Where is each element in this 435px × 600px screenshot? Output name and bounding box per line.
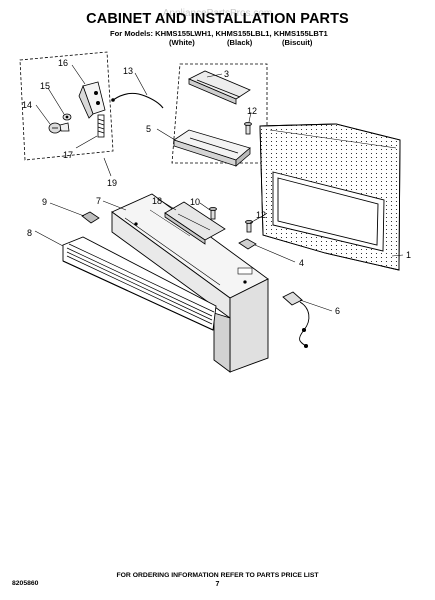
callout-6: 6 bbox=[335, 306, 340, 316]
callout-12-lower: 12 bbox=[256, 210, 266, 220]
callout-19: 19 bbox=[107, 178, 117, 188]
part-1-mounting-plate bbox=[259, 123, 401, 271]
part-16-bracket bbox=[78, 81, 106, 119]
callout-4: 4 bbox=[299, 258, 304, 268]
model-numbers: For Models: KHMS155LWH1, KHMS155LBL1, KH… bbox=[110, 29, 328, 38]
part-3-vent-strip bbox=[188, 70, 251, 105]
part-6-connector bbox=[282, 291, 310, 349]
part-7-cabinet bbox=[111, 193, 269, 373]
hinge-kit-inset bbox=[19, 51, 114, 161]
callout-numbers: 16 15 14 17 13 3 5 12 19 7 9 8 18 10 12 … bbox=[22, 58, 411, 316]
callout-16: 16 bbox=[58, 58, 68, 68]
ordering-note: FOR ORDERING INFORMATION REFER TO PARTS … bbox=[116, 572, 319, 579]
callout-8: 8 bbox=[27, 228, 32, 238]
part-9-pad bbox=[81, 211, 100, 224]
part-4-clip bbox=[238, 238, 257, 250]
variant-black: (Black) bbox=[227, 38, 253, 47]
variant-white: (White) bbox=[169, 38, 195, 47]
part-13-wire bbox=[112, 92, 164, 109]
watermark: AppliancePartsPros.com bbox=[162, 8, 273, 19]
callout-17: 17 bbox=[63, 150, 73, 160]
callout-12-upper: 12 bbox=[247, 106, 257, 116]
model-list: For Models: KHMS155LWH1, KHMS155LBL1, KH… bbox=[110, 29, 350, 48]
part-10-screw bbox=[209, 206, 217, 220]
callout-18: 18 bbox=[152, 196, 162, 206]
part-12-screw-upper bbox=[244, 122, 252, 135]
model-variants: (White) (Black) (Biscuit) bbox=[110, 38, 350, 48]
part-18-latch-plate bbox=[164, 201, 226, 245]
callout-7: 7 bbox=[96, 196, 101, 206]
part-8-grille bbox=[62, 236, 217, 331]
part-17-spring bbox=[97, 114, 105, 138]
callout-1: 1 bbox=[406, 250, 411, 260]
part-15-washer bbox=[62, 113, 72, 121]
part-14-knob bbox=[48, 122, 70, 134]
callout-15: 15 bbox=[40, 81, 50, 91]
callout-13: 13 bbox=[123, 66, 133, 76]
callout-9: 9 bbox=[42, 197, 47, 207]
page-title: CABINET AND INSTALLATION PARTS bbox=[86, 11, 349, 27]
callout-3: 3 bbox=[224, 69, 229, 79]
callout-14: 14 bbox=[22, 100, 32, 110]
callout-10: 10 bbox=[190, 197, 200, 207]
document-number: 8205860 bbox=[12, 580, 39, 587]
part-5-tray bbox=[173, 129, 251, 167]
page-number: 7 bbox=[215, 581, 220, 588]
leader-lines bbox=[34, 64, 404, 312]
vent-inset bbox=[171, 63, 268, 167]
callout-5: 5 bbox=[146, 124, 151, 134]
variant-biscuit: (Biscuit) bbox=[282, 38, 313, 47]
